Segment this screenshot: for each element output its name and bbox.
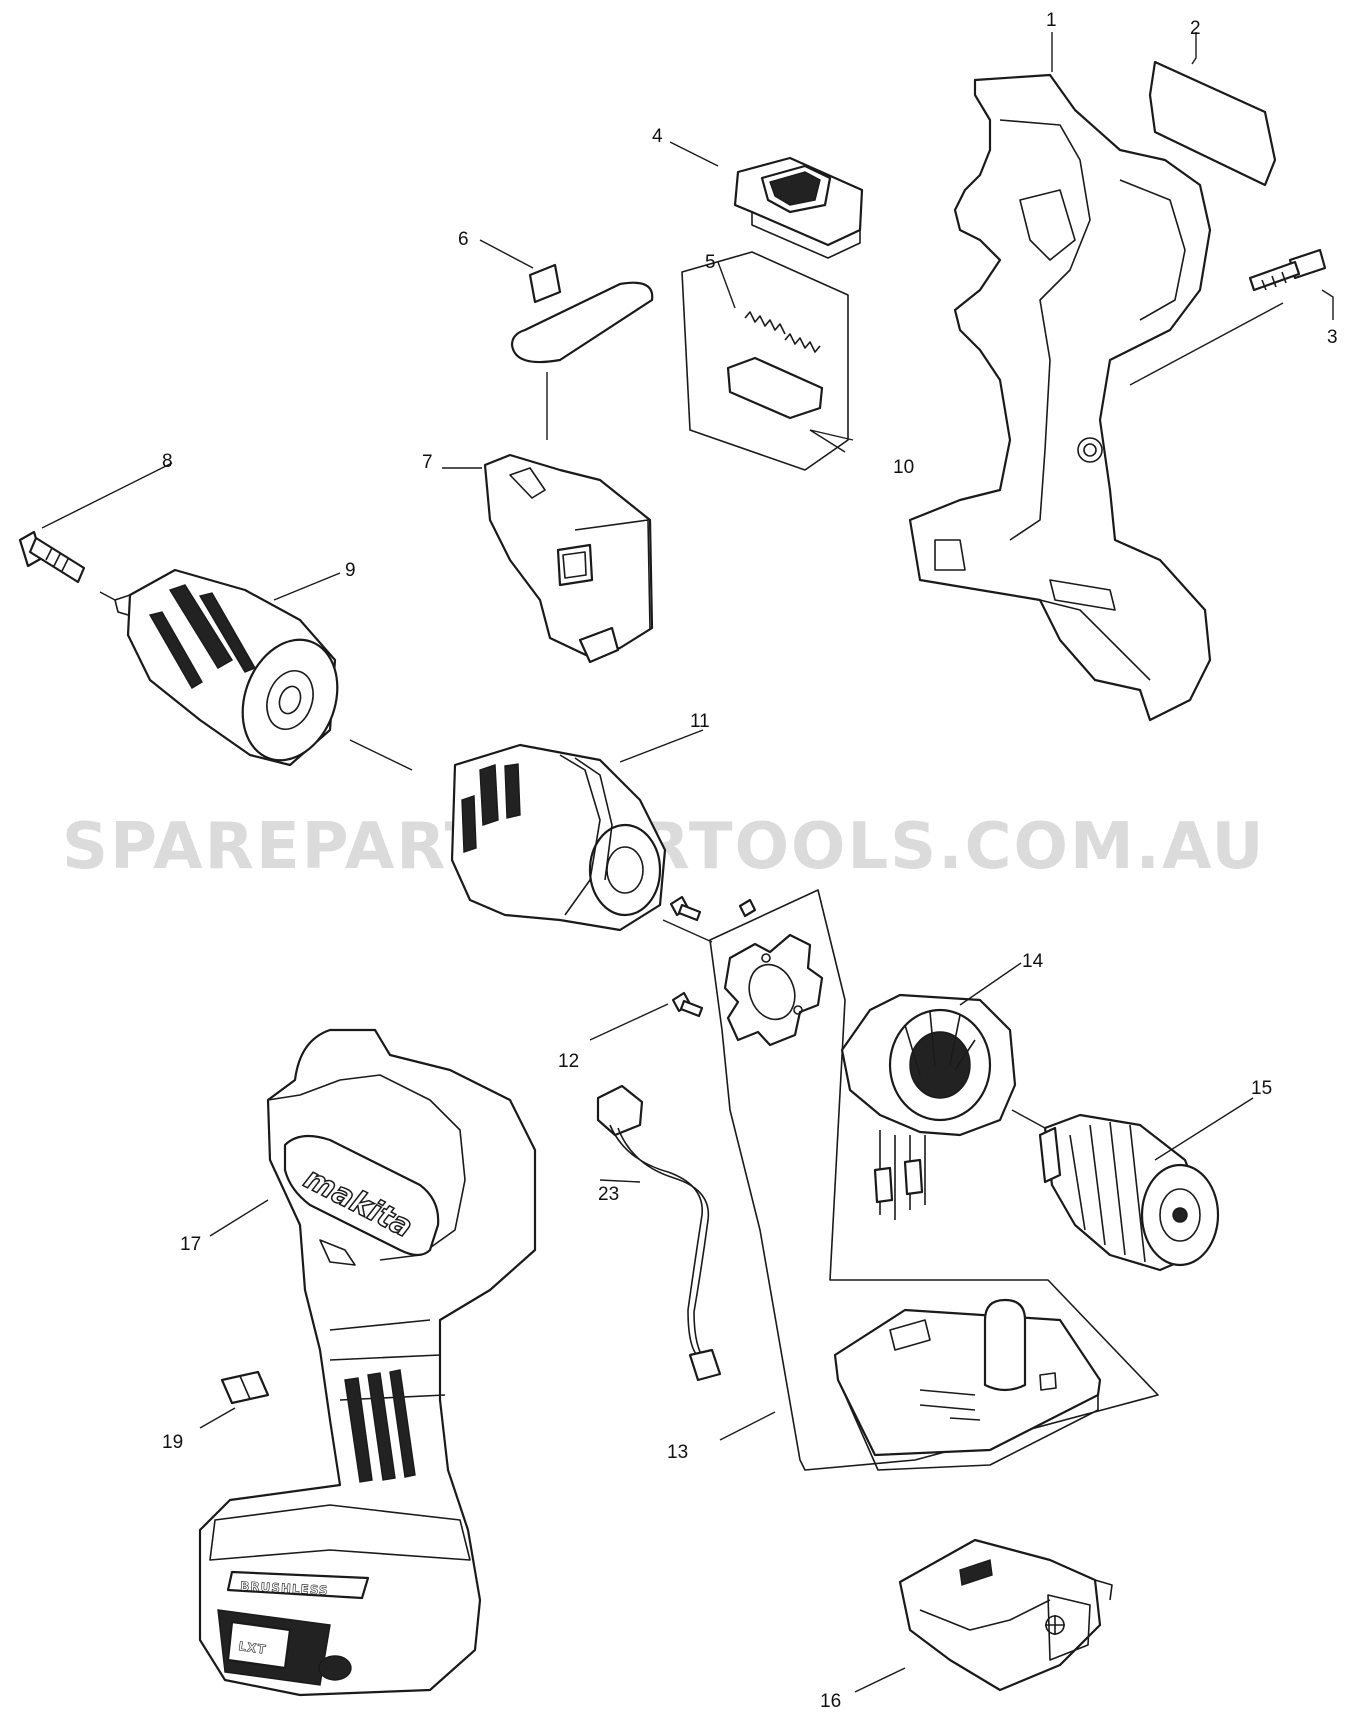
part-23-wire-connector xyxy=(596,1084,722,1382)
part-13-sensor-plate xyxy=(723,933,824,1047)
part-3-screw xyxy=(1248,248,1327,292)
callout-4: 4 xyxy=(652,126,663,147)
housing-model-text: BRUSHLESS xyxy=(240,1579,329,1598)
part-14-stator xyxy=(840,993,1017,1220)
callout-16: 16 xyxy=(820,1691,841,1712)
callout-5: 5 xyxy=(705,252,716,273)
callout-8: 8 xyxy=(162,451,173,472)
part-5-springs xyxy=(744,311,821,353)
callout-11: 11 xyxy=(690,711,710,732)
callout-10: 10 xyxy=(893,457,914,478)
callout-17: 17 xyxy=(180,1234,201,1255)
part-13-control-board xyxy=(833,1298,1102,1471)
callout-6: 6 xyxy=(458,229,469,250)
callout-19: 19 xyxy=(162,1432,183,1453)
part-16-terminal-block xyxy=(898,1538,1113,1692)
leader-lines xyxy=(41,32,1334,1693)
callout-numbers: 1 2 3 4 5 6 7 8 9 10 11 12 13 14 15 16 1… xyxy=(162,10,1338,1712)
part-10-kit-outline xyxy=(681,251,849,471)
housing-badge-text: LXT xyxy=(238,1639,268,1657)
callout-2: 2 xyxy=(1190,18,1201,39)
part-12-screws xyxy=(669,895,757,1018)
callout-7: 7 xyxy=(422,452,433,473)
callout-23: 23 xyxy=(598,1184,619,1205)
part-19-label xyxy=(220,1370,270,1405)
callout-1: 1 xyxy=(1046,10,1057,31)
part-9-drill-chuck xyxy=(114,568,339,767)
part-8-bolt xyxy=(18,530,86,584)
part-7-switch-assembly xyxy=(483,453,654,664)
part-1-housing-half xyxy=(908,73,1212,722)
callout-12: 12 xyxy=(558,1051,579,1072)
part-15-rotor xyxy=(1038,1113,1220,1272)
callout-15: 15 xyxy=(1251,1078,1272,1099)
callout-14: 14 xyxy=(1022,951,1044,972)
part-17-main-housing: makita BRUSHLESS LXT xyxy=(198,1028,537,1697)
part-11-gear-assembly xyxy=(450,743,667,932)
callout-3: 3 xyxy=(1327,327,1338,348)
part-6-selector-button xyxy=(510,263,654,364)
callout-9: 9 xyxy=(345,560,356,581)
part-2-label-strip xyxy=(1148,60,1277,187)
part-4-switch-lever xyxy=(733,156,864,259)
callout-13: 13 xyxy=(667,1442,688,1463)
part-10-slide-plate xyxy=(726,356,824,420)
